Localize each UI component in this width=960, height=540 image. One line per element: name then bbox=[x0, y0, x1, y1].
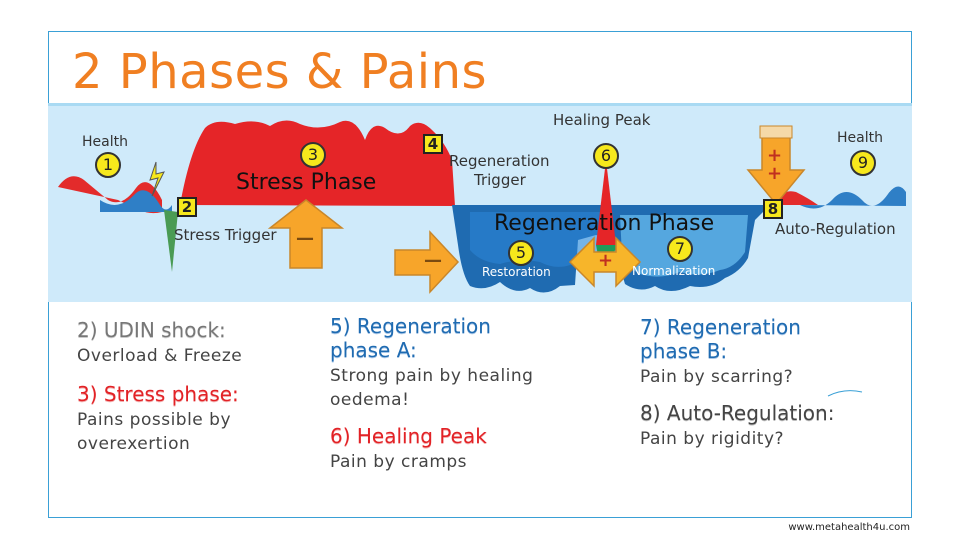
healing-peak-label: Healing Peak bbox=[553, 111, 651, 129]
udin-body: Overload & Freeze bbox=[77, 346, 243, 366]
marker-6: 6 bbox=[593, 143, 619, 169]
regen-b-heading-1: 7) Regeneration bbox=[640, 315, 801, 339]
restoration-label: Restoration bbox=[482, 265, 551, 279]
normalization-label: Normalization bbox=[632, 264, 716, 278]
auto-regulation-label: Auto-Regulation bbox=[775, 220, 896, 238]
plus-sign-icon-3: + bbox=[767, 163, 783, 184]
regen-b-body: Pain by scarring? bbox=[640, 367, 794, 387]
footer-url: www.metahealth4u.com bbox=[788, 522, 910, 533]
regen-a-heading-1: 5) Regeneration bbox=[330, 314, 491, 338]
auto-regulation-heading: 8) Auto-Regulation bbox=[640, 401, 828, 425]
stress-heading: 3) Stress phase: bbox=[77, 382, 239, 406]
title-divider bbox=[48, 103, 912, 106]
health-wave-right bbox=[800, 186, 906, 209]
lightning-icon bbox=[149, 161, 165, 197]
marker-9: 9 bbox=[850, 150, 876, 176]
regeneration-trigger-label-2: Trigger bbox=[474, 171, 526, 189]
regeneration-trigger-label-1: Regeneration bbox=[449, 152, 550, 170]
health-wave-left-blue bbox=[100, 190, 172, 212]
plus-sign-icon-2: + bbox=[767, 145, 783, 166]
plus-sign-icon: + bbox=[598, 250, 614, 271]
down-arrow-cap bbox=[759, 125, 793, 139]
slide-title: 2 Phases & Pains bbox=[72, 44, 488, 100]
marker-1: 1 bbox=[95, 152, 121, 178]
column-regeneration-b: 7) Regeneration phase B: Pain by scarrin… bbox=[640, 315, 834, 451]
regeneration-inner-highlight bbox=[470, 212, 600, 267]
udin-heading: 2) UDIN shock: bbox=[77, 318, 226, 342]
shock-spike bbox=[164, 210, 178, 272]
column-regeneration-a: 5) Regeneration phase A: Strong pain by … bbox=[330, 314, 533, 474]
marker-3: 3 bbox=[300, 142, 326, 168]
healing-peak-spike bbox=[596, 160, 616, 245]
marker-5: 5 bbox=[508, 240, 534, 266]
stress-body-1: Pains possible by bbox=[77, 410, 232, 430]
marker-7: 7 bbox=[667, 236, 693, 262]
marker-4: 4 bbox=[423, 134, 443, 154]
stress-trigger-label: Stress Trigger bbox=[174, 226, 277, 244]
healing-double-arrow bbox=[568, 236, 642, 288]
healing-peak-heading: 6) Healing Peak bbox=[330, 424, 487, 448]
stress-up-arrow bbox=[267, 199, 345, 269]
regeneration-phase-label: Regeneration Phase bbox=[494, 211, 715, 236]
auto-regulation-colon: : bbox=[827, 401, 835, 425]
regen-right-arrow bbox=[394, 230, 460, 294]
stress-phase-label: Stress Phase bbox=[236, 170, 377, 195]
marker-2: 2 bbox=[177, 197, 197, 217]
auto-regulation-heading-row: 8) Auto-Regulation: bbox=[640, 401, 834, 425]
column-udin: 2) UDIN shock: Overload & Freeze 3) Stre… bbox=[77, 318, 242, 456]
regen-a-heading-2: phase A: bbox=[330, 338, 417, 362]
healing-peak-body: Pain by cramps bbox=[330, 452, 468, 472]
regen-a-body-1: Strong pain by healing bbox=[330, 366, 534, 386]
marker-8: 8 bbox=[763, 199, 783, 219]
health-right-label: Health bbox=[837, 130, 883, 146]
regen-b-heading-2: phase B: bbox=[640, 339, 728, 363]
regen-a-body-2: oedema! bbox=[330, 390, 410, 410]
auto-regulation-body: Pain by rigidity? bbox=[640, 429, 785, 449]
health-left-label: Health bbox=[82, 134, 128, 150]
minus-sign-icon: — bbox=[296, 228, 314, 249]
minus-sign-icon-2: — bbox=[424, 250, 442, 271]
decorative-arc bbox=[827, 390, 863, 397]
stress-body-2: overexertion bbox=[77, 434, 191, 454]
